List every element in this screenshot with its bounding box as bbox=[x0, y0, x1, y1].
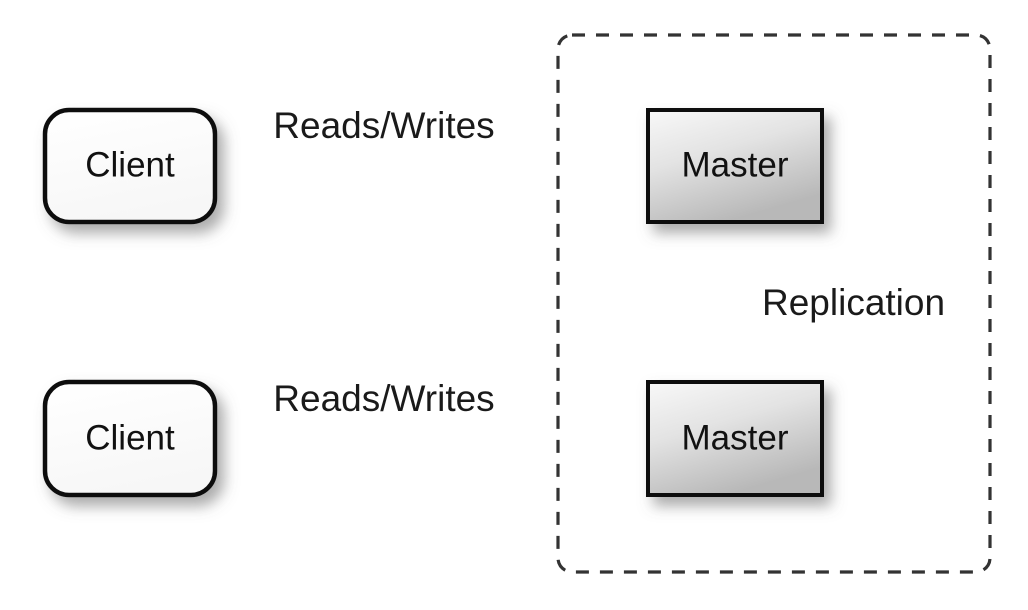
master-bottom-shape[interactable] bbox=[646, 380, 824, 497]
edge-label-reads-writes-bottom: Reads/Writes bbox=[273, 378, 494, 419]
client-top-shape[interactable] bbox=[42, 107, 218, 225]
master-bottom-label: Master bbox=[682, 418, 789, 457]
node-master-bottom[interactable]: Master bbox=[646, 380, 824, 497]
client-bottom-shape[interactable] bbox=[42, 379, 218, 498]
node-client-top[interactable]: Client bbox=[42, 107, 218, 225]
edge-label-replication: Replication bbox=[762, 282, 945, 323]
edge-label-reads-writes-top: Reads/Writes bbox=[273, 105, 494, 146]
node-master-top[interactable]: Master bbox=[646, 108, 824, 224]
master-top-label: Master bbox=[682, 145, 789, 184]
master-top-shape[interactable] bbox=[646, 108, 824, 224]
node-client-bottom[interactable]: Client bbox=[42, 379, 218, 498]
client-bottom-label: Client bbox=[85, 418, 175, 457]
replication-group-boundary bbox=[556, 33, 992, 574]
client-top-label: Client bbox=[85, 145, 175, 184]
